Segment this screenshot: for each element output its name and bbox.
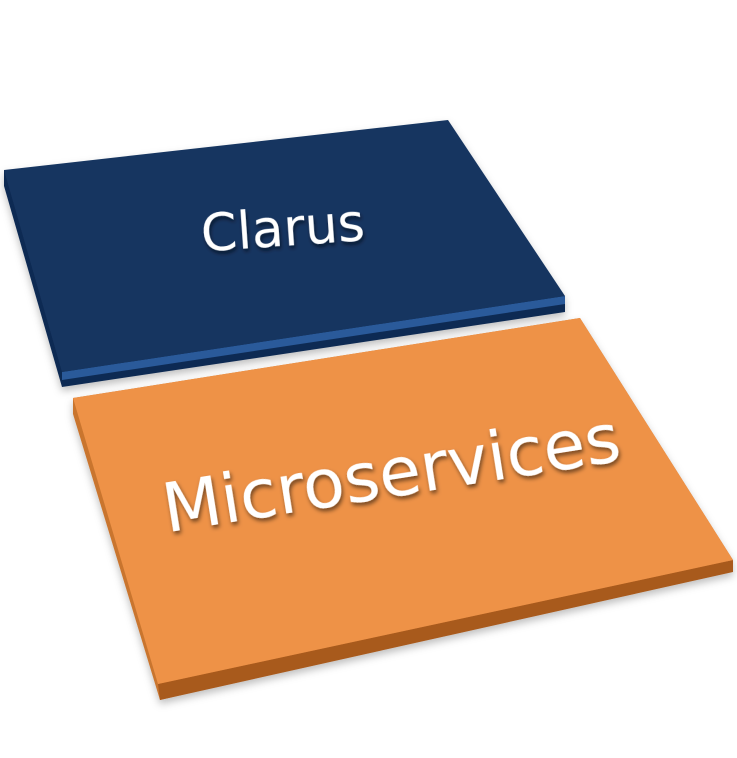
microservices-tile-face	[73, 318, 733, 684]
clarus-label: Clarus	[199, 193, 367, 264]
clarus-tile-edge	[62, 296, 565, 380]
clarus-tile: Clarus	[4, 120, 565, 387]
clarus-tile-face	[4, 120, 565, 372]
microservices-tile-edge	[158, 560, 733, 700]
microservices-tile: Microservices	[73, 318, 733, 700]
